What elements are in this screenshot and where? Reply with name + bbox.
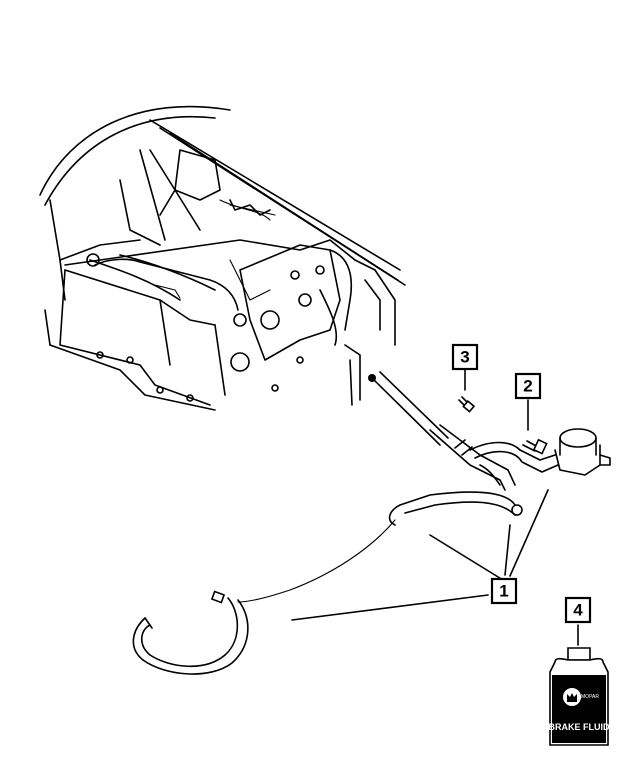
bottle-product-text: BRAKE FLUID xyxy=(549,722,610,732)
screw-part-3 xyxy=(458,396,476,413)
callout-2[interactable]: 2 xyxy=(514,372,542,400)
bottle-brand-text: MOPAR xyxy=(581,694,599,700)
callout-1-label: 1 xyxy=(499,582,508,601)
callout-2-label: 2 xyxy=(523,377,532,396)
callout-1[interactable]: 1 xyxy=(490,577,518,605)
callout-3-label: 3 xyxy=(460,348,469,367)
callout-4[interactable]: 4 xyxy=(564,596,592,624)
callout-4-label: 4 xyxy=(573,601,583,620)
bolt-part-2 xyxy=(522,438,548,455)
master-cylinder-assembly xyxy=(368,371,559,491)
reservoir xyxy=(554,428,611,476)
vehicle-body-structure xyxy=(39,105,406,411)
brake-fluid-bottle: MOPAR BRAKE FLUID xyxy=(549,647,610,746)
callout-3[interactable]: 3 xyxy=(451,343,479,371)
hydraulic-line xyxy=(132,491,523,675)
leader-lines xyxy=(291,369,579,646)
